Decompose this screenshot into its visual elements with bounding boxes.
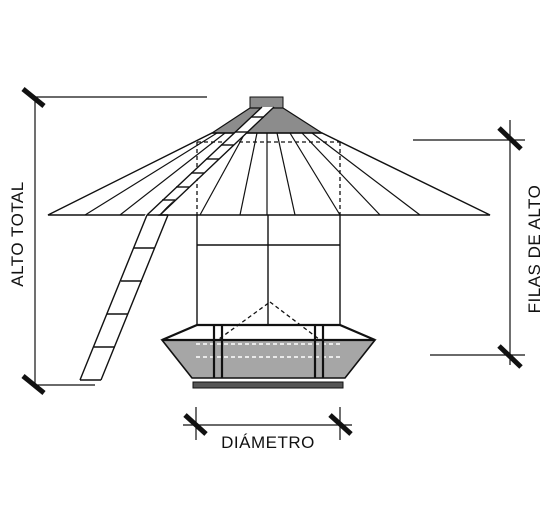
rows-height-label: FILAS DE ALTO <box>525 185 544 314</box>
ladder-rail-right-lower <box>100 214 169 381</box>
tick-bottom <box>21 374 46 395</box>
roof-outline <box>47 132 491 216</box>
ladder <box>79 106 275 381</box>
trough-posts <box>212 325 325 378</box>
dimension-rows-height <box>413 120 525 369</box>
roof <box>47 96 491 216</box>
tick-top <box>21 87 46 108</box>
ladder-rungs <box>80 116 264 381</box>
ladder-rail-right-upper <box>159 106 275 216</box>
diameter-label: DIÁMETRO <box>221 433 315 452</box>
total-height-label: ALTO TOTAL <box>8 181 27 286</box>
tick-bottom <box>497 344 523 369</box>
dimension-diameter <box>183 407 353 440</box>
tick-right <box>328 413 353 436</box>
trough-rim <box>161 323 376 342</box>
base-bar <box>192 381 344 389</box>
trough <box>160 323 377 389</box>
ladder-rail-left-upper <box>146 106 263 216</box>
ladder-rail-left-lower <box>79 214 148 381</box>
hopper-body <box>196 215 341 325</box>
tick-top <box>497 126 523 151</box>
roof-rafters <box>84 132 421 216</box>
trough-pan <box>160 339 377 379</box>
trough-inner-rim <box>196 343 342 358</box>
dimension-total-height <box>21 87 207 395</box>
tick-left <box>183 413 208 436</box>
